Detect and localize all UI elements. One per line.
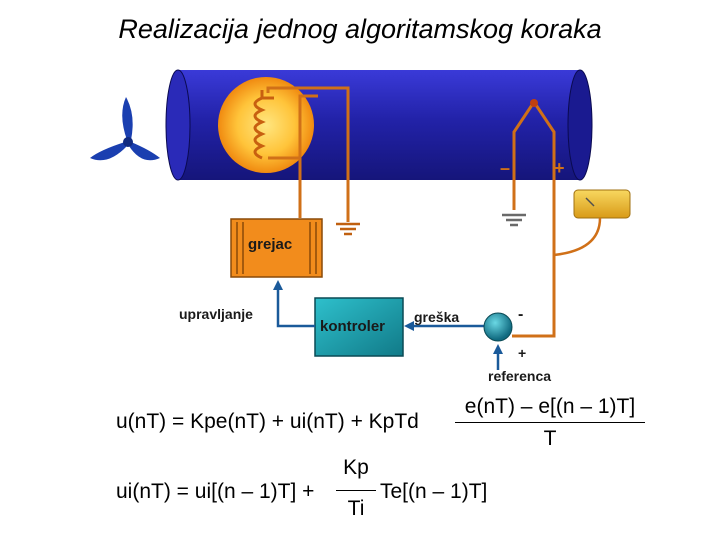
page-title: Realizacija jednog algoritamskog koraka [118, 14, 602, 44]
formula-2-numerator: Kp [343, 456, 369, 479]
arrow-heads [273, 280, 503, 354]
ground-icon [336, 222, 360, 236]
summing-junction [483, 312, 513, 342]
heater-label: grejac [248, 236, 293, 253]
thermo-plus-sign: + [554, 158, 565, 178]
formula-1-lhs: u(nT) = Kpe(nT) + ui(nT) + KpTd [116, 410, 419, 433]
heater-wires [266, 86, 350, 222]
control-signal-label: upravljanje [179, 306, 253, 322]
formula-2-denominator: Ti [347, 497, 365, 520]
minus-sign: - [518, 306, 524, 323]
formula-2-fraction-bar [336, 490, 376, 491]
plus-sign: + [518, 345, 527, 361]
thermo-minus-sign: – [500, 158, 511, 178]
error-label: greška [414, 309, 460, 325]
ground-icon-thermo [502, 213, 526, 227]
formula-1-fraction-bar [455, 422, 645, 423]
formula-1-denominator: T [543, 427, 557, 450]
formula-1-numerator: e(nT) – e[(n – 1)T] [464, 395, 636, 418]
fan-icon [90, 97, 160, 161]
heater-coil-icon [253, 90, 274, 160]
controller-box [314, 297, 404, 357]
meter-wire [553, 217, 602, 257]
meter-icon [573, 189, 631, 219]
reference-label: referenca [488, 368, 552, 384]
heater-box [230, 218, 323, 278]
formula-2-rhs: Te[(n – 1)T] [380, 480, 488, 503]
formula-2-lhs: ui(nT) = ui[(n – 1)T] + [116, 480, 315, 503]
heater-glow [218, 77, 314, 173]
thermocouple-junction [530, 99, 538, 107]
signal-lines [276, 288, 500, 370]
controller-label: kontroler [320, 318, 386, 335]
